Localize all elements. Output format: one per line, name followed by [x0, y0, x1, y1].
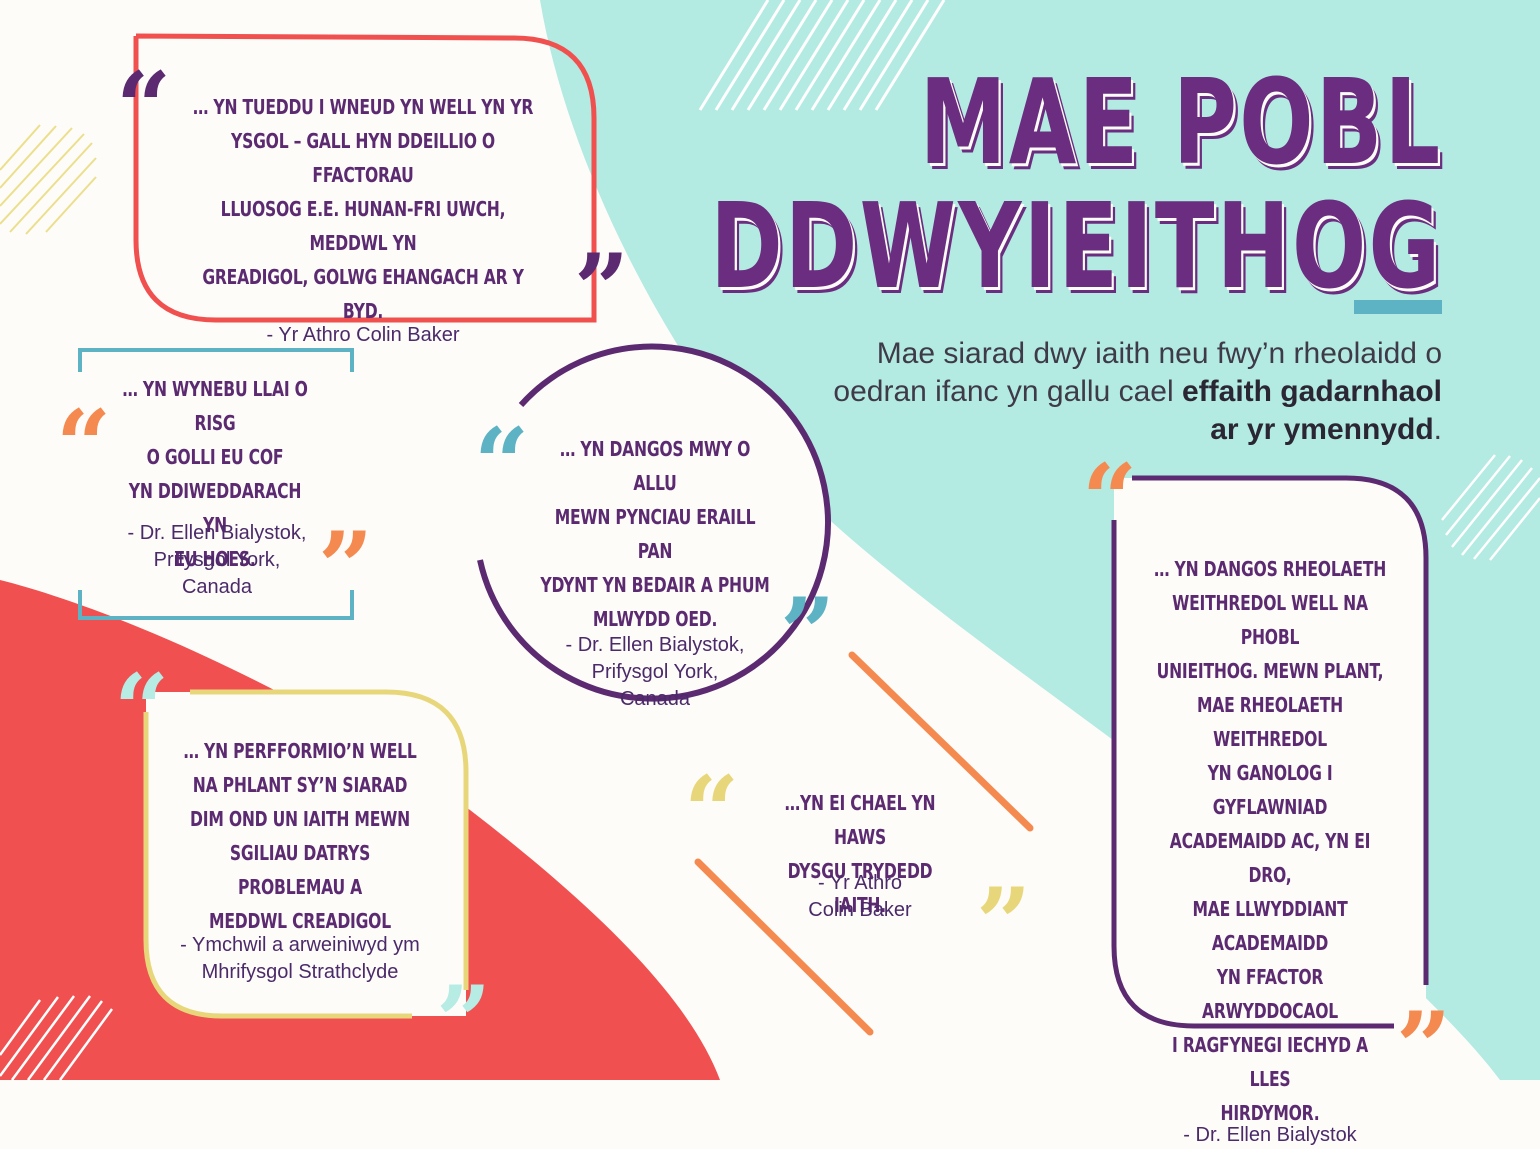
white-hatch-right: [1441, 454, 1540, 561]
quote-5-text: …yn ei chael yn haws dysgu trydedd iaith…: [784, 791, 936, 917]
quote-circle-3-frame: [477, 343, 831, 702]
quote-box-2: … yn wynebu llai o risg o golli eu cof y…: [90, 372, 340, 576]
quote-box-1-frame: [133, 33, 597, 323]
quote-box-2-bracket-bottom: [78, 590, 354, 620]
quote-3-text: … yn dangos mwy o allu mewn pynciau erai…: [540, 437, 770, 631]
intro-bold-text: effaith gadarnhaol ar yr ymennydd: [1181, 375, 1442, 446]
close-quote-icon: ”: [976, 867, 1032, 980]
white-hatch-top: [698, 0, 946, 111]
quote-1-attribution: - Yr Athro Colin Baker: [266, 324, 460, 346]
open-quote-icon: “: [114, 653, 170, 766]
yellow-hatch-left: [0, 124, 97, 235]
quote-3-attribution: - Dr. Ellen Bialystok, Prifysgol York, C…: [565, 634, 745, 710]
quote-box-2-bracket-top: [78, 348, 354, 372]
quote-box-6-fill: [1114, 478, 1426, 1026]
intro-text: Mae siarad dwy iaith neu fwy’n rheolaidd…: [833, 337, 1442, 408]
quote-box-6-frame: [1111, 475, 1429, 1029]
quote-box-4-fill: [146, 692, 466, 1016]
quote-2-text: … yn wynebu llai o risg o golli eu cof y…: [122, 377, 308, 571]
title-line-2: DDWYIEITHOG: [709, 177, 1442, 315]
quote-box-5-attribution-wrap: - Yr Athro Colin Baker: [760, 870, 960, 924]
open-quote-icon: “: [684, 755, 740, 868]
intro-paragraph: Mae siarad dwy iaith neu fwy’n rheolaidd…: [802, 335, 1442, 449]
quote-box-4: … yn perfformio’n well na phlant sy’n si…: [150, 734, 450, 986]
open-quote-icon: “: [116, 51, 172, 164]
quote-circle-3: … yn dangos mwy o allu mewn pynciau erai…: [505, 432, 805, 713]
title-underline: [1354, 300, 1442, 314]
quote-6-text: … yn dangos rheolaeth weithredol well na…: [1153, 557, 1387, 1125]
quote-circle-3-fill: [475, 348, 827, 700]
open-quote-icon: “: [56, 389, 112, 502]
quote-4-attribution: - Ymchwil a arweiniwyd ym Mhrifysgol Str…: [180, 934, 420, 983]
close-quote-icon: ”: [318, 511, 374, 624]
close-quote-icon: ”: [1396, 991, 1452, 1104]
orange-line-bottom: [694, 858, 874, 1036]
title-line-1: MAE POBL: [919, 53, 1442, 191]
quote-box-4-frame: [143, 689, 469, 1019]
close-quote-icon: ”: [436, 965, 492, 1078]
open-quote-icon: “: [474, 407, 530, 520]
quote-box-1: … yn tueddu i wneud yn well yn yr ysgol …: [128, 90, 598, 349]
background-graphics: [0, 0, 1540, 1080]
quote-2-attribution: - Dr. Ellen Bialystok, Prifysgol York, C…: [127, 522, 307, 598]
quote-box-2-attribution-wrap: - Dr. Ellen Bialystok, Prifysgol York, C…: [82, 520, 352, 601]
quote-4-text: … yn perfformio’n well na phlant sy’n si…: [183, 739, 417, 933]
quote-5-attribution: - Yr Athro Colin Baker: [808, 872, 912, 921]
quote-1-text: … yn tueddu i wneud yn well yn yr ysgol …: [192, 95, 534, 323]
open-quote-icon: “: [1082, 443, 1138, 556]
quote-box-6: … yn dangos rheolaeth weithredol well na…: [1120, 552, 1420, 1149]
close-quote-icon: ”: [780, 577, 836, 690]
white-hatch-bottom-left: [0, 995, 114, 1080]
intro-end: .: [1433, 413, 1442, 446]
close-quote-icon: ”: [574, 233, 630, 346]
quote-box-5: …yn ei chael yn haws dysgu trydedd iaith…: [735, 786, 985, 922]
orange-line-top: [848, 651, 1034, 832]
